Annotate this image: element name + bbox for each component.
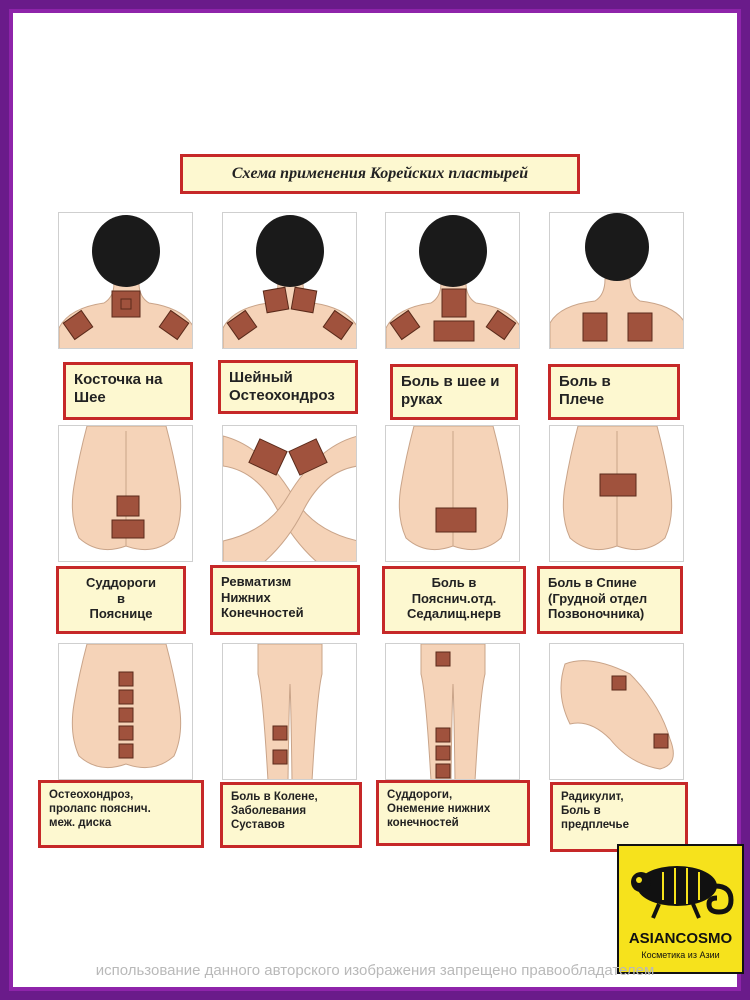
illustration-forearm — [549, 643, 684, 780]
label-line: Косточка на — [74, 371, 163, 388]
illustration-neck-osteochondrosis — [222, 212, 357, 349]
label-line: Пояснице — [89, 606, 153, 622]
label-line: пролапс пояснич. — [49, 802, 151, 815]
label-line: предплечье — [561, 818, 630, 831]
page-title: Схема применения Корейских пластырей — [231, 165, 529, 182]
label-knee: Боль в Колене, Заболевания Суставов — [220, 782, 362, 848]
label-neck-arms: Боль в шее и руках — [390, 364, 518, 420]
logo-subtitle: Косметика из Азии — [641, 950, 720, 960]
illustration-lower-back — [58, 425, 193, 562]
label-line: Боль в Колене, — [231, 791, 318, 803]
illustration-leg-numbness — [385, 643, 520, 780]
label-line: Плече — [559, 391, 605, 408]
illustration-knee — [222, 643, 357, 780]
label-line: Нижних — [221, 589, 271, 605]
illustration-sciatic — [385, 425, 520, 562]
label-line: Ревматизм — [221, 574, 292, 589]
label-line: руках — [401, 391, 443, 408]
label-line: Остеохондроз, — [49, 789, 134, 801]
label-line: Заболевания — [231, 804, 307, 817]
illustration-shoulder — [549, 212, 684, 349]
illustration-thoracic — [549, 425, 684, 562]
label-line: Шейный — [229, 369, 293, 386]
label-line: Суддороги, — [387, 789, 453, 801]
logo-name: ASIANCOSMO — [628, 930, 733, 947]
label-line: Шее — [74, 389, 106, 406]
chameleon-icon — [631, 866, 734, 919]
label-legs-rheumatism: Ревматизм Нижних Конечностей — [210, 565, 360, 635]
label-leg-numbness: Суддороги, Онемение нижних конечностей — [376, 780, 530, 846]
label-line: Боль в — [559, 373, 611, 390]
label-shoulder: Боль в Плече — [548, 364, 680, 420]
label-line: Суддороги — [85, 575, 157, 590]
label-line: Онемение нижних — [387, 802, 491, 815]
label-line: Боль в шее и — [401, 373, 500, 390]
label-line: конечностей — [387, 816, 459, 829]
label-forearm: Радикулит, Боль в предплечье — [550, 782, 688, 852]
label-line: Пояснич.отд. — [411, 590, 497, 606]
label-line: Суставов — [231, 818, 285, 831]
label-line: в — [117, 590, 125, 606]
illustration-legs-rheumatism — [222, 425, 357, 562]
illustration-spine — [58, 643, 193, 780]
label-lower-back: Суддороги в Пояснице — [56, 566, 186, 634]
illustration-neck-arms — [385, 212, 520, 349]
illustration-neck-bone — [58, 212, 193, 349]
label-sciatic: Боль в Пояснич.отд. Седалищ.нерв — [382, 566, 526, 634]
label-line: Седалищ.нерв — [407, 606, 501, 622]
label-neck-osteochondrosis: Шейный Остеохондроз — [218, 360, 358, 414]
label-line: Радикулит, — [561, 791, 624, 803]
label-line: Остеохондроз — [229, 387, 335, 404]
brand-logo: ASIANCOSMO Косметика из Азии — [617, 844, 744, 974]
label-line: Боль в — [561, 804, 601, 817]
label-line: Боль в Спине — [548, 575, 637, 590]
label-line: Конечностей — [221, 605, 304, 621]
label-line: (Грудной отдел — [548, 590, 648, 606]
label-neck-bone: Косточка на Шее — [63, 362, 193, 420]
label-line: Боль в — [431, 575, 477, 590]
label-spine: Остеохондроз, пролапс пояснич. меж. диск… — [38, 780, 204, 848]
copyright-watermark: использование данного авторского изображ… — [95, 962, 655, 979]
label-line: меж. диска — [49, 816, 112, 829]
label-line: Позвоночника) — [548, 606, 645, 622]
title-box: Схема применения Корейских пластырей — [180, 154, 580, 194]
label-thoracic: Боль в Спине (Грудной отдел Позвоночника… — [537, 566, 683, 634]
